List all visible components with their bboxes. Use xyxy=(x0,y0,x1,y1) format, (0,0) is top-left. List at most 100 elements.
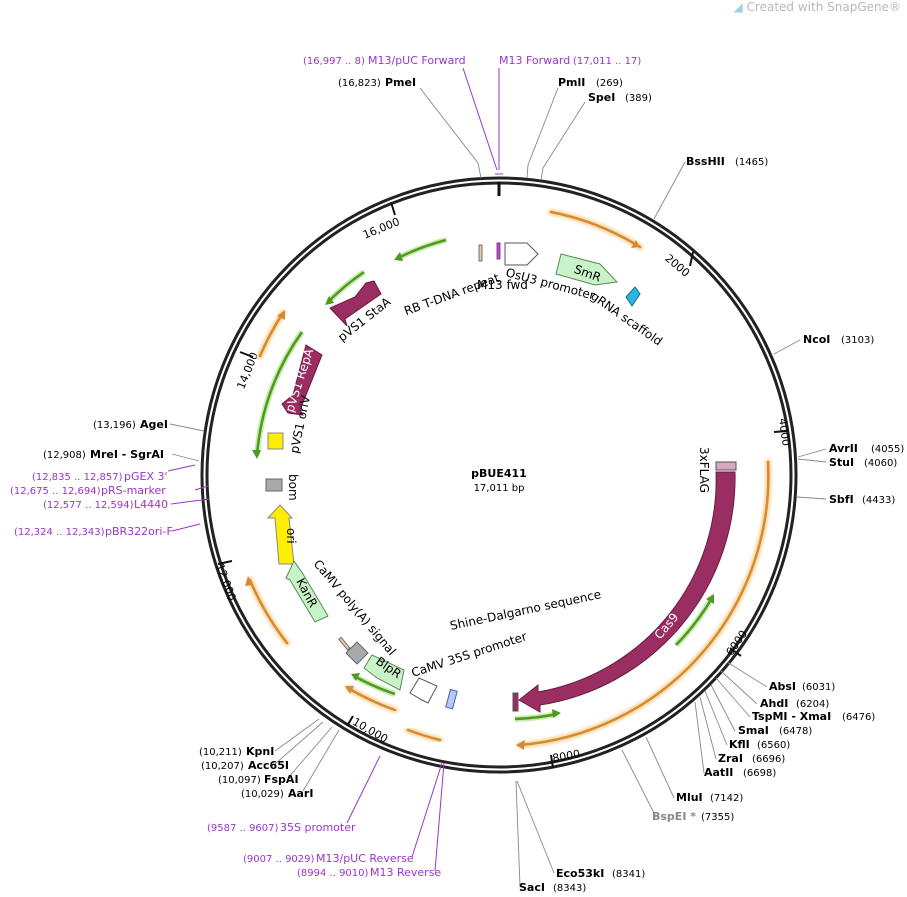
primer-pos-pGEX3: (12,835 .. 12,857) xyxy=(32,472,123,483)
enzyme-name-PmeI: PmeI xyxy=(385,76,416,89)
enzyme-name-AbsI: AbsI xyxy=(769,680,796,693)
3xflag-shape xyxy=(715,461,737,471)
tick-mark-8000 xyxy=(550,754,554,769)
shine-dalgarno-shape xyxy=(512,692,519,712)
camv35s-label: CaMV 35S promoter xyxy=(410,629,529,680)
enzyme-pos-BssHII: (1465) xyxy=(735,157,768,168)
primer-name-M13pUC-Forward: M13/pUC Forward xyxy=(368,54,466,67)
enzyme-name-KpnI: KpnI xyxy=(246,745,274,758)
ori-label: ori xyxy=(284,528,298,544)
rb-repeat-shape xyxy=(478,244,483,262)
tick-label-4000: 4000 xyxy=(776,417,793,447)
enzyme-pos-ZraI: (6696) xyxy=(752,754,785,765)
camv-polya-shape xyxy=(338,636,351,651)
cas9-arrow xyxy=(518,471,736,713)
primer-name-M13pUC-Reverse: M13/pUC Reverse xyxy=(316,852,414,865)
tick-label-8000: 8000 xyxy=(551,747,581,765)
camv35s-promoter-arrow xyxy=(409,677,438,704)
orf-arc-1 xyxy=(549,210,642,249)
primer-name-35S-promoter: 35S promoter xyxy=(280,821,356,834)
enzyme-name-AhdI: AhdI xyxy=(760,697,788,710)
green-orf-arrows xyxy=(252,237,715,722)
enzyme-name-AatII: AatII xyxy=(704,766,733,779)
enzyme-pos-Acc65I: (10,207) xyxy=(201,761,244,772)
primer-name-pBR322ori-F: pBR322ori-F xyxy=(105,525,173,538)
tick-mark-14000 xyxy=(239,351,254,358)
pvs1-oriv-shape xyxy=(267,432,284,450)
enzyme-pos-TspMI-XmaI: (6476) xyxy=(842,712,875,723)
enzyme-name-Eco53kI: Eco53kI xyxy=(556,867,604,880)
orf-arrowhead-4 xyxy=(345,686,354,694)
enzyme-pos-AbsI: (6031) xyxy=(802,682,835,693)
bom-label: bom xyxy=(286,474,300,501)
ori-arrow xyxy=(266,504,295,565)
enzyme-pos-MluI: (7142) xyxy=(710,793,743,804)
tick-mark-12000 xyxy=(217,560,233,565)
primer-pos-L4440: (12,577 .. 12,594) xyxy=(43,500,134,511)
primer-name-M13-Forward: M13 Forward xyxy=(499,54,570,67)
primer-pos-pRS-marker: (12,675 .. 12,694) xyxy=(10,486,101,497)
enzyme-name-MreI-SgrAI: MreI - SgrAI xyxy=(90,448,164,461)
orf-arc-1-glow xyxy=(547,208,644,251)
green-arc-3 xyxy=(255,331,304,456)
plasmid-name: pBUE411 xyxy=(471,467,527,480)
enzyme-pos-SpeI: (389) xyxy=(625,93,652,104)
enzyme-pos-KpnI: (10,211) xyxy=(199,747,242,758)
enzyme-name-BspEI: BspEI * xyxy=(652,810,696,823)
enzyme-pos-PmeI: (16,823) xyxy=(338,78,381,89)
enzyme-name-SpeI: SpeI xyxy=(588,91,615,104)
camv-polya-box xyxy=(345,641,369,665)
polya-label: CaMV poly(A) signal xyxy=(311,557,399,658)
enzyme-pos-NcoI: (3103) xyxy=(841,335,874,346)
primer-pos-M13-Reverse: (8994 .. 9010) xyxy=(297,868,369,879)
plasmid-size: 17,011 bp xyxy=(474,483,525,494)
tick-mark-2000 xyxy=(689,251,694,267)
grna-scaffold-shape xyxy=(625,286,641,307)
pvs1-staa-arrow xyxy=(329,280,382,327)
orf-arrows xyxy=(245,208,772,750)
green-arrowhead-4 xyxy=(706,594,714,604)
osu3-promoter-arrow xyxy=(504,242,539,266)
features xyxy=(265,242,737,713)
primer-labels: (16,997 .. 8) M13/pUC Forward M13 Forwar… xyxy=(10,54,641,879)
orf-arrowhead-2 xyxy=(516,740,525,750)
enzyme-pos-FspAI: (10,097) xyxy=(218,775,261,786)
primer-pos-M13-Forward: (17,011 .. 17) xyxy=(573,56,641,67)
primer-pos-M13pUC-Reverse: (9007 .. 9029) xyxy=(243,854,315,865)
enzyme-pos-AatII: (6698) xyxy=(743,768,776,779)
primer-pos-pBR322ori-F: (12,324 .. 12,343) xyxy=(14,527,105,538)
enzyme-name-BssHII: BssHII xyxy=(686,155,725,168)
enzyme-pos-PmlI: (269) xyxy=(596,78,623,89)
enzyme-name-TspMI-XmaI: TspMI - XmaI xyxy=(752,710,831,723)
tick-label-16000: 16,000 xyxy=(361,215,402,241)
green-arrowhead-6 xyxy=(351,673,360,681)
enzyme-name-StuI: StuI xyxy=(829,456,854,469)
enzyme-name-AvrII: AvrII xyxy=(829,442,858,455)
green-arrowhead-3 xyxy=(252,450,261,459)
m13fwd-label: M13 fwd xyxy=(477,278,528,292)
tick-mark-4000 xyxy=(773,430,789,433)
backbone-outer xyxy=(200,176,798,774)
enzyme-name-AarI: AarI xyxy=(288,787,313,800)
enzyme-name-AgeI: AgeI xyxy=(140,418,168,431)
primer-name-pGEX3: pGEX 3' xyxy=(124,470,168,483)
bom-shape xyxy=(265,478,283,492)
green-arrowhead-2 xyxy=(325,296,334,305)
primer-leaders xyxy=(167,67,503,872)
snapgene-credit: ◢ Created with SnapGene® xyxy=(733,0,901,14)
enzyme-pos-SacI: (8343) xyxy=(553,883,586,894)
enzyme-pos-AvrII: (4055) xyxy=(871,444,904,455)
enzyme-pos-AhdI: (6204) xyxy=(796,699,829,710)
enzyme-name-SmaI: SmaI xyxy=(738,724,769,737)
enzyme-name-NcoI: NcoI xyxy=(803,333,830,346)
enzyme-pos-BspEI: (7355) xyxy=(701,812,734,823)
primer-name-pRS-marker: pRS-marker xyxy=(101,484,166,497)
tick-mark-6000 xyxy=(729,647,742,657)
tick-mark-10000 xyxy=(346,715,354,727)
enzyme-labels: (16,823) PmeI PmlI (269) SpeI (389) BssH… xyxy=(43,76,904,894)
primer-pos-35S-promoter: (9587 .. 9607) xyxy=(207,823,279,834)
sd-label: Shine-Dalgarno sequence xyxy=(449,587,603,633)
flag-label: 3xFLAG xyxy=(697,447,711,493)
enzyme-pos-MreI-SgrAI: (12,908) xyxy=(43,450,86,461)
